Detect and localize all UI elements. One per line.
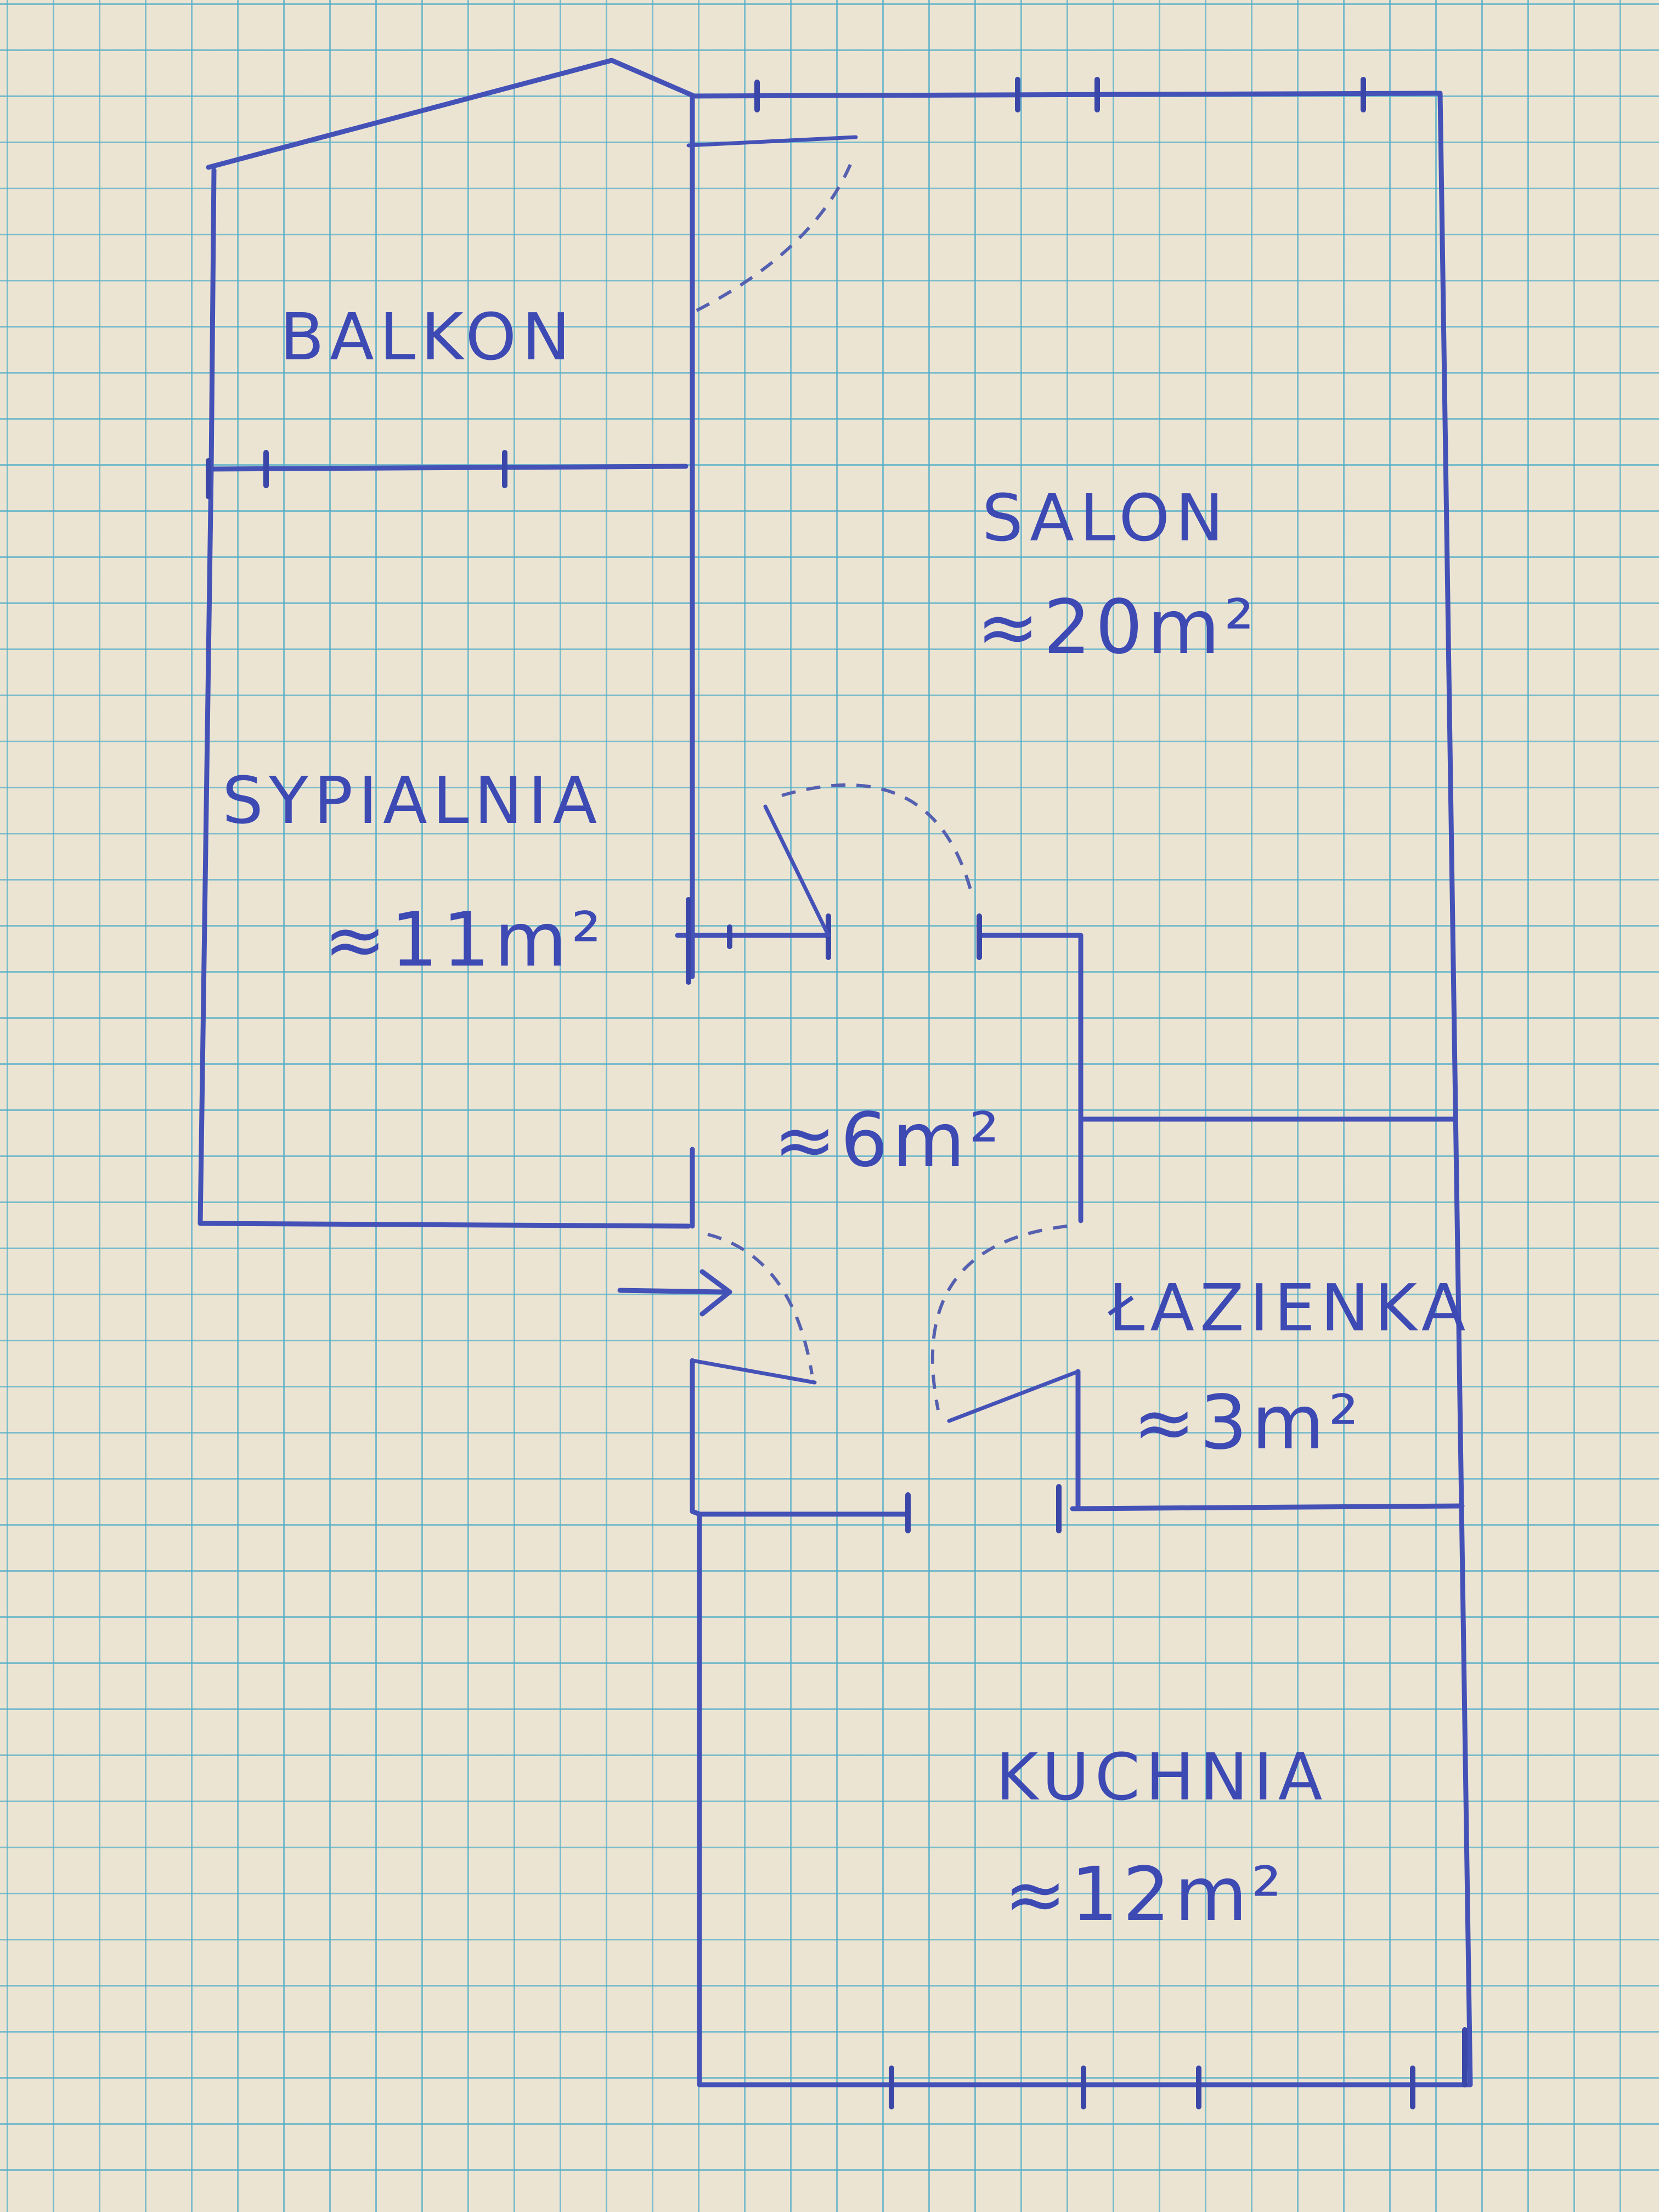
- kuchnia-label: KUCHNIA: [996, 1739, 1328, 1815]
- top-wall: [691, 91, 1443, 99]
- bedroom-door-leaf: [763, 804, 831, 938]
- kuchnia-area: ≈12m²: [1004, 1852, 1286, 1938]
- bathroom-door-swing: [930, 1224, 1068, 1410]
- right-outer-wall: [1437, 91, 1473, 2087]
- doors: [690, 163, 1080, 1423]
- balcony-door-swing: [691, 163, 852, 314]
- wall-tick-marks: [206, 77, 1468, 2109]
- lazienka-label: ŁAZIENKA: [1108, 1270, 1471, 1346]
- korytarz-area: ≈6m²: [774, 1097, 1003, 1184]
- left-outer-wall: [198, 167, 691, 1229]
- entrance-arrow-icon: [617, 1269, 732, 1317]
- walls: [198, 58, 1473, 2087]
- balcony-bedroom-wall: [206, 464, 689, 472]
- bedroom-door-swing: [781, 783, 973, 892]
- bathroom-kitchen-wall: [1070, 1503, 1465, 1511]
- balcony-outer-wall: [206, 58, 697, 170]
- entrance-wall: [690, 1358, 702, 2087]
- sypialnia-area: ≈11m²: [324, 897, 606, 984]
- entrance-door-leaf: [690, 1358, 817, 1385]
- lazienka-area: ≈3m²: [1133, 1380, 1363, 1466]
- balcony-door-frame: [686, 135, 858, 148]
- entrance-door-swing: [707, 1233, 814, 1375]
- bathroom-door-leaf: [947, 1369, 1080, 1423]
- salon-area: ≈20m²: [977, 584, 1259, 671]
- balkon-label: BALKON: [280, 299, 576, 375]
- salon-label: SALON: [982, 480, 1229, 556]
- sypialnia-label: SYPIALNIA: [222, 763, 602, 838]
